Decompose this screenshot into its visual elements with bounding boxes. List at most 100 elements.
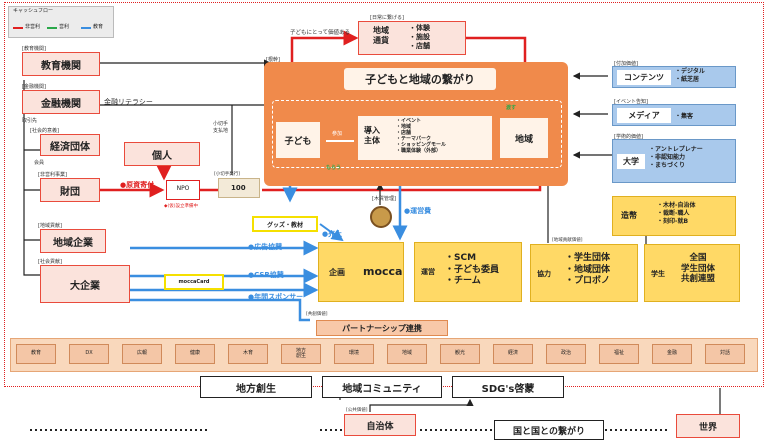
financial-literacy-label: 金融リテラシー [104,98,153,106]
gakusei-box: 学生 全国 学生団体 共創連盟 [644,244,740,302]
unei-box: 運営 SCM子ども委員チーム [414,242,522,302]
contents-items: デジタル紙芝居 [675,68,705,83]
mint-title: 造幣 [621,211,637,220]
university-items: アントレプレナー非認知能力まちづくり [649,146,703,169]
check-amount: 100 [231,184,246,192]
category-chip: 地域 [387,344,427,364]
mocca-box: 企画 mocca [318,242,404,302]
sekai-box: 世界 [676,414,740,438]
npo-sub-label: ◆(仮)設立準備中 [164,204,198,209]
gakujutsu-tag: [学術的価値] [614,134,643,140]
chiiki-kigyo-tag: [地域貢献] [38,223,62,229]
donyu-title: 導入 主体 [364,126,380,145]
financial-institution-box: 金融機関 [22,90,100,114]
mocca-label: mocca [363,265,403,278]
media-box: メディア 集客 [612,104,736,126]
category-chip: 政治 [546,344,586,364]
fuka-tag: [付加価値] [614,61,638,67]
media-items: 集客 [675,111,693,120]
category-chip: 観光 [440,344,480,364]
unei-items: SCM子ども委員チーム [445,253,499,288]
sdgs-box: SDG's啓蒙 [452,376,564,398]
category-chip: DX [69,344,109,364]
gakusei-big: 全国 学生団体 共創連盟 [681,253,716,285]
chiiki-kouken-tag: [地域貢献価値] [552,238,583,243]
category-chip: 経済 [493,344,533,364]
mint-items: 木材-自治体裁断-職人刻印-就B [657,202,696,225]
contents-title: コンテンツ [617,70,671,85]
morau-label: もらう [326,165,342,171]
partnership-label: パートナーシップ連携 [316,320,448,336]
edu-institution-box: 教育機関 [22,52,100,76]
large-company-box: 大企業 [40,265,130,303]
foundation-box: 財団 [40,178,100,202]
daily-tag: [日常に繋げる] [370,15,404,21]
kyoso-tag: [共創価値] [306,312,328,317]
chiiki-box: 地域 [500,118,548,158]
kyoryoku-box: 協力 学生団体地域団体プロボノ [530,244,638,302]
kodomo-box: 子ども [276,122,320,158]
category-chip: 環境 [334,344,374,364]
koukoku-label: ●広告協賛 [248,243,283,251]
kyoryoku-label: 協力 [537,270,551,278]
kyoryoku-items: 学生団体地域団体プロボノ [565,253,610,288]
local-currency-title: 地域 通貨 [373,26,389,45]
category-chip: 金融 [652,344,692,364]
gakusei-label: 学生 [651,270,665,278]
kogitte-hakko-tag: [小切手発行] [214,172,241,177]
torihiki-label: 取引先 [22,118,38,124]
kikaku-label: 企画 [329,268,345,277]
event-tag: [イベント告知] [614,99,648,105]
category-chip: 広報 [122,344,162,364]
sponsor-label: ●年間スポンサー [248,293,304,301]
value-label: 子どもにとって価値ある [290,30,351,36]
csr-label: ●CSR協賛 [248,271,284,279]
zaidan-tag: [非営利事業] [38,172,67,178]
legend-title: キャッシュフロー [13,8,54,14]
local-company-box: 地域企業 [40,229,106,253]
donyu-items: イベント地域店舗テーマパークショッピングモール職業体験（外部） [396,118,446,154]
goods-box: グッズ・教材 [252,216,318,232]
chiho-sousei-box: 地方創生 [200,376,312,398]
uneihi-label: ●運営費 [404,207,432,215]
category-chip: 教育 [16,344,56,364]
university-title: 大学 [617,154,645,169]
jichitai-box: 自治体 [344,414,416,436]
kogitte-label: 小切手 支払地 [213,121,229,134]
legend-item-nonprofit: 非営利 [13,24,40,31]
legend-item-profit: 営利 [47,24,69,31]
wataru-label: 渡す [506,105,517,111]
donyu-box: 導入 主体 イベント地域店舗テーマパークショッピングモール職業体験（外部） [358,116,492,160]
sanka-arrow [326,140,354,142]
legend-item-education: 教育 [81,24,103,31]
uriage-label: ●売上 [322,230,343,238]
unei-label: 運営 [421,268,435,276]
category-chip: 対話 [705,344,745,364]
core-inner [272,100,562,168]
mokka-tag: [木貨管理] [372,196,396,202]
category-chip: 健康 [175,344,215,364]
kaiin-label: 会員 [34,160,45,166]
wood-coin-icon [370,206,392,228]
university-box: 大学 アントレプレナー非認知能力まちづくり [612,139,736,183]
fin-tag: [金融機関] [22,84,46,90]
mint-box: 造幣 木材-自治体裁断-職人刻印-就B [612,196,736,236]
core-title: 子どもと地域の繋がり [344,68,496,90]
edu-tag: [教育機関] [22,46,46,52]
kuni-box: 国と国との繋がり [494,420,604,440]
category-chip: 地方 創生 [281,344,321,364]
media-title: メディア [617,108,671,123]
npo-box: NPO [166,180,200,200]
local-currency-box: 地域 通貨 体験施設店舗 [358,21,466,55]
category-chip: 木育 [228,344,268,364]
koukyou-tag: [公共価値] [346,408,368,413]
economic-org-box: 経済団体 [40,134,100,156]
contents-box: コンテンツ デジタル紙芝居 [612,66,736,88]
econ-tag: [社会的意義] [30,128,59,134]
core-tag: [根幹] [266,57,280,63]
genshi-kifu-label: ●原資寄付 [120,181,155,189]
check-image: 100 [218,178,260,198]
legend: キャッシュフロー 非営利 営利 教育 [8,6,114,38]
mocca-card-box: moccaCard [164,274,224,290]
sanka-label: 参加 [332,131,343,137]
